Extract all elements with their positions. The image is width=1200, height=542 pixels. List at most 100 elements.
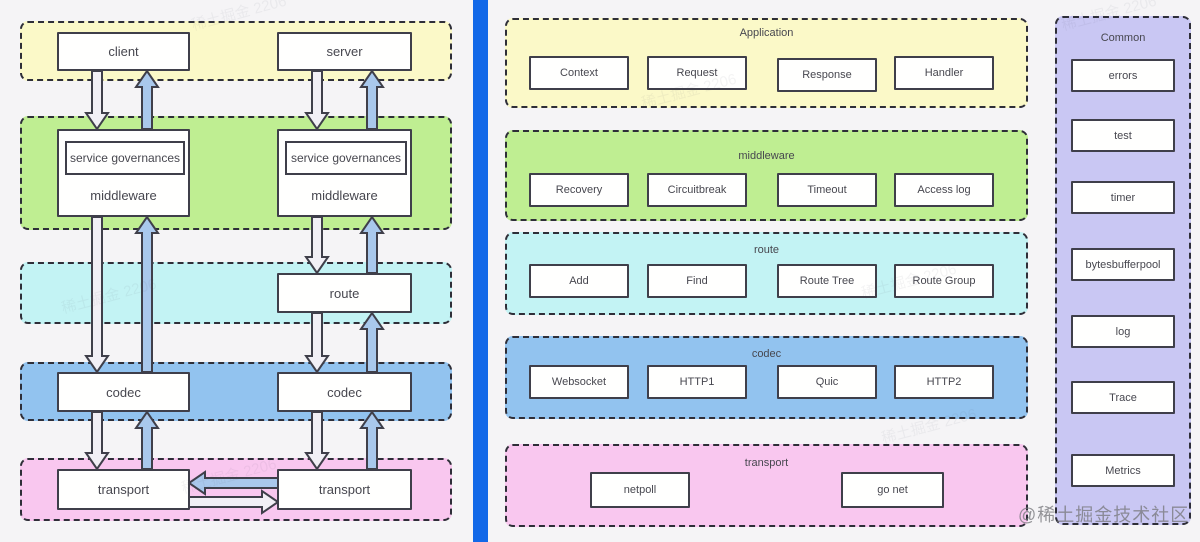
arrow-down-middleware-codec-left-icon bbox=[84, 216, 110, 374]
band-title-common: Common bbox=[1100, 32, 1146, 44]
common-item-box: Trace bbox=[1071, 381, 1175, 414]
application-item-box: Request bbox=[647, 56, 747, 90]
service-governances-box-left: service governances bbox=[65, 141, 185, 175]
arrow-left-transport-icon bbox=[187, 470, 279, 496]
route-box: route bbox=[277, 273, 412, 313]
transport-item-label: go net bbox=[877, 484, 908, 496]
band-title-route: route bbox=[753, 244, 780, 256]
middleware-item-label: Circuitbreak bbox=[667, 184, 727, 196]
common-item-box: Metrics bbox=[1071, 454, 1175, 487]
server-label: server bbox=[326, 44, 363, 59]
application-item-label: Handler bbox=[924, 67, 964, 79]
common-item-label: errors bbox=[1108, 69, 1138, 82]
arrow-up-middleware-server-icon bbox=[359, 69, 385, 130]
right-panel: Application Context Request Response Han… bbox=[488, 0, 1200, 542]
right-band-middleware: middleware Recovery Circuitbreak Timeout… bbox=[505, 130, 1028, 221]
application-item-label: Response bbox=[802, 69, 852, 81]
band-title-transport: transport bbox=[744, 457, 789, 469]
juejin-watermark: @稀土掘金技术社区 bbox=[1018, 505, 1190, 525]
common-item-box: errors bbox=[1071, 59, 1175, 92]
transport-item-box: netpoll bbox=[590, 472, 690, 508]
codec-label: codec bbox=[327, 384, 362, 400]
route-label: route bbox=[329, 285, 360, 301]
arrow-down-codec-transport-left-icon bbox=[84, 411, 110, 471]
left-panel-arrows bbox=[84, 69, 385, 515]
arrow-up-transport-codec-right-icon bbox=[359, 410, 385, 470]
codec-item-box: HTTP2 bbox=[894, 365, 994, 399]
route-item-box: Route Group bbox=[894, 264, 994, 298]
band-title-middleware: middleware bbox=[738, 150, 795, 162]
transport-box-right: transport bbox=[277, 469, 412, 510]
right-band-application: Application Context Request Response Han… bbox=[505, 18, 1028, 108]
codec-item-label: Quic bbox=[815, 376, 839, 388]
server-box: server bbox=[277, 32, 412, 71]
codec-item-box: Quic bbox=[777, 365, 877, 399]
common-item-box: log bbox=[1071, 315, 1175, 348]
service-governances-box-right: service governances bbox=[285, 141, 407, 175]
transport-item-box: go net bbox=[841, 472, 944, 508]
middleware-label: middleware bbox=[311, 188, 378, 203]
common-item-box: timer bbox=[1071, 181, 1175, 214]
middleware-item-box: Circuitbreak bbox=[647, 173, 747, 207]
common-item-label: timer bbox=[1110, 191, 1136, 204]
middleware-label: middleware bbox=[90, 188, 157, 203]
route-item-label: Route Tree bbox=[799, 275, 855, 287]
application-item-box: Handler bbox=[894, 56, 994, 90]
codec-item-label: Websocket bbox=[551, 376, 607, 388]
transport-item-label: netpoll bbox=[623, 484, 657, 496]
band-title-codec: codec bbox=[751, 348, 782, 360]
arrow-down-codec-transport-right-icon bbox=[304, 411, 330, 471]
route-item-box: Route Tree bbox=[777, 264, 877, 298]
middleware-item-box: Access log bbox=[894, 173, 994, 207]
service-governances-label: service governances bbox=[69, 151, 181, 165]
band-title-application: Application bbox=[739, 27, 794, 39]
panel-divider bbox=[473, 0, 488, 542]
route-item-label: Route Group bbox=[912, 275, 976, 287]
common-band: Common errors test timer bytesbufferpool… bbox=[1055, 16, 1191, 525]
arrow-up-route-middleware-icon bbox=[359, 215, 385, 274]
application-item-box: Context bbox=[529, 56, 629, 90]
common-item-label: test bbox=[1114, 129, 1132, 142]
common-item-box: bytesbufferpool bbox=[1071, 248, 1175, 281]
arrow-up-codec-middleware-left-icon bbox=[134, 215, 160, 373]
route-item-box: Find bbox=[647, 264, 747, 298]
left-panel: client server service governances middle… bbox=[0, 0, 473, 542]
arrow-down-client-middleware-icon bbox=[84, 70, 110, 131]
middleware-item-label: Access log bbox=[917, 184, 971, 196]
right-band-transport: transport netpoll go net bbox=[505, 444, 1028, 527]
codec-label: codec bbox=[106, 384, 141, 400]
codec-item-box: HTTP1 bbox=[647, 365, 747, 399]
middleware-item-box: Recovery bbox=[529, 173, 629, 207]
right-band-route: route Add Find Route Tree Route Group bbox=[505, 232, 1028, 315]
middleware-item-label: Timeout bbox=[807, 184, 847, 196]
route-item-label: Add bbox=[569, 275, 589, 287]
client-box: client bbox=[57, 32, 190, 71]
common-item-label: log bbox=[1115, 325, 1131, 338]
transport-label: transport bbox=[97, 482, 150, 497]
codec-box-right: codec bbox=[277, 372, 412, 412]
arrow-up-codec-route-icon bbox=[359, 311, 385, 373]
application-item-label: Request bbox=[676, 67, 718, 79]
service-governances-label: service governances bbox=[290, 151, 402, 165]
codec-item-box: Websocket bbox=[529, 365, 629, 399]
route-item-label: Find bbox=[686, 275, 708, 287]
middleware-box-right: service governances middleware bbox=[277, 129, 412, 217]
common-item-box: test bbox=[1071, 119, 1175, 152]
codec-item-label: HTTP2 bbox=[926, 376, 962, 388]
client-label: client bbox=[108, 44, 139, 59]
arrow-down-server-middleware-icon bbox=[304, 70, 330, 131]
application-item-label: Context bbox=[560, 67, 598, 79]
middleware-box-left: service governances middleware bbox=[57, 129, 190, 217]
arrow-up-transport-codec-left-icon bbox=[134, 410, 160, 470]
middleware-item-label: Recovery bbox=[555, 184, 603, 196]
common-item-label: bytesbufferpool bbox=[1085, 258, 1161, 271]
transport-box-left: transport bbox=[57, 469, 190, 510]
codec-box-left: codec bbox=[57, 372, 190, 412]
right-band-codec: codec Websocket HTTP1 Quic HTTP2 bbox=[505, 336, 1028, 419]
arrow-down-middleware-route-icon bbox=[304, 216, 330, 275]
route-item-box: Add bbox=[529, 264, 629, 298]
common-item-label: Metrics bbox=[1105, 464, 1141, 477]
arrow-up-middleware-client-icon bbox=[134, 69, 160, 130]
middleware-item-box: Timeout bbox=[777, 173, 877, 207]
application-item-box: Response bbox=[777, 58, 877, 92]
